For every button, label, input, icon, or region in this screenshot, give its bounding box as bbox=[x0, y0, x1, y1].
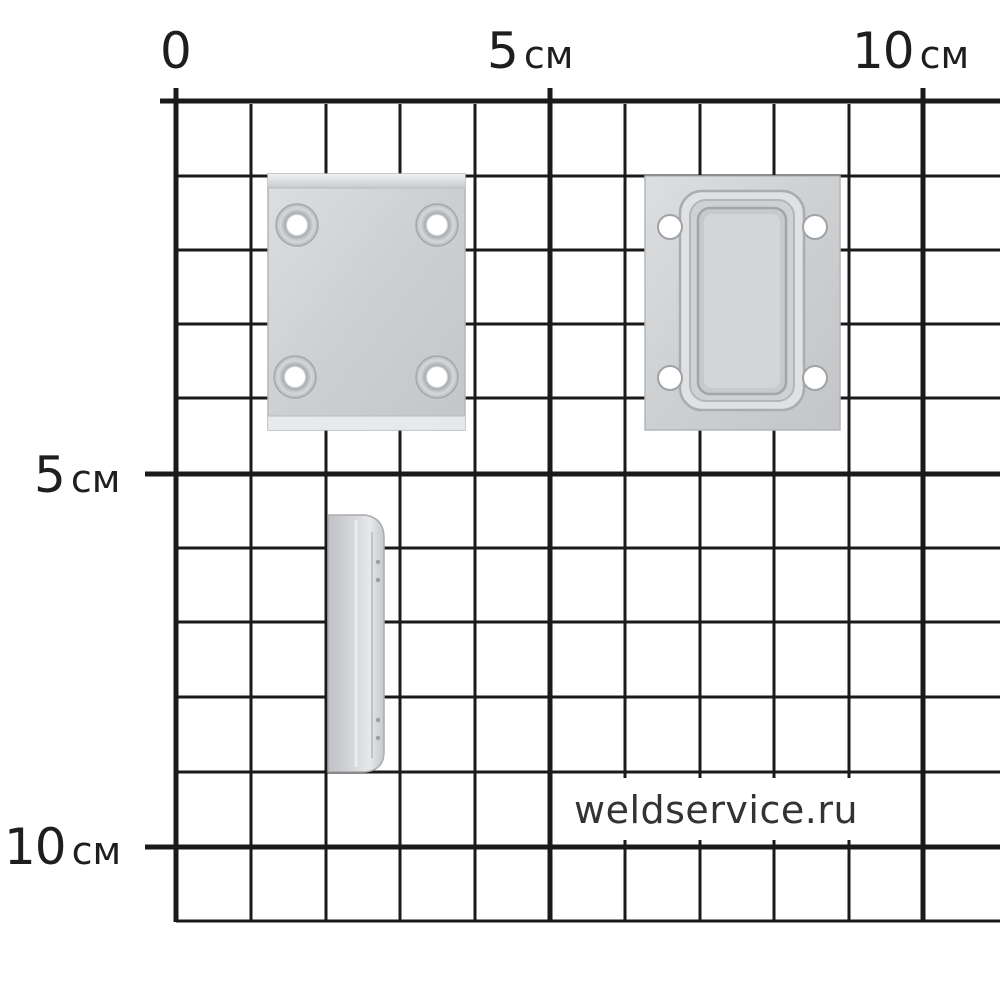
mounting-hole bbox=[802, 214, 828, 240]
scale-value: 10 bbox=[4, 818, 67, 876]
mounting-hole bbox=[657, 365, 683, 391]
mounting-hole bbox=[802, 365, 828, 391]
watermark-backdrop bbox=[560, 778, 916, 840]
scale-unit: см bbox=[70, 457, 121, 501]
scale-unit: см bbox=[71, 829, 122, 873]
countersunk-hole bbox=[415, 355, 459, 399]
scale-value: 0 bbox=[160, 22, 192, 80]
plate-with-rectangular-recess bbox=[644, 175, 841, 431]
countersunk-hole bbox=[273, 355, 317, 399]
scale-value: 5 bbox=[34, 446, 66, 504]
scale-label-x-0: 0 bbox=[160, 26, 192, 76]
countersunk-hole bbox=[275, 203, 319, 247]
scale-value: 5 bbox=[487, 22, 519, 80]
scale-unit: см bbox=[523, 33, 574, 77]
scale-value: 10 bbox=[852, 22, 915, 80]
countersunk-hole bbox=[415, 203, 459, 247]
plate-side-view bbox=[327, 514, 385, 773]
mounting-hole bbox=[657, 214, 683, 240]
flat-plate-four-holes bbox=[267, 173, 466, 431]
watermark-text: weldservice.ru bbox=[574, 788, 859, 832]
scale-unit: см bbox=[919, 33, 970, 77]
